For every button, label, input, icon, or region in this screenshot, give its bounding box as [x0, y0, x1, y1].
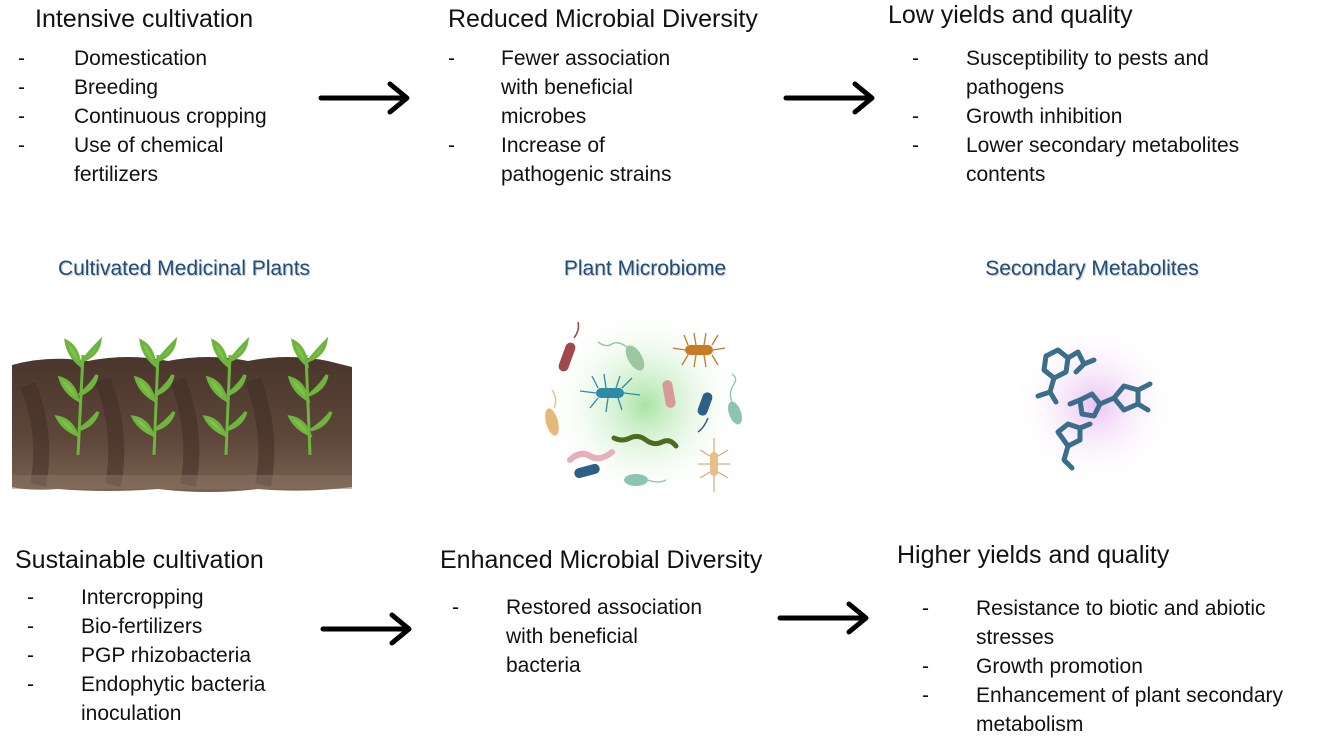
list-item: -Resistance to biotic and abiotic [922, 597, 1266, 620]
cultivated-medicinal-plants-label: Cultivated Medicinal Plants [57, 257, 311, 280]
list-item: -Increase of [448, 134, 605, 157]
list-item: -Fewer association [448, 47, 671, 70]
higher-yields-heading: Higher yields and quality [897, 541, 1170, 569]
enhanced-diversity-heading: Enhanced Microbial Diversity [440, 546, 763, 574]
list-item-continuation: pathogenic strains [501, 163, 672, 186]
list-item-continuation: microbes [501, 105, 587, 128]
arrow-right-icon [320, 612, 412, 646]
list-item-continuation: pathogens [966, 76, 1065, 99]
intensive-cultivation-heading: Intensive cultivation [35, 5, 254, 33]
sustainable-cultivation-heading: Sustainable cultivation [15, 546, 264, 574]
sustainable-cultivation-block: Sustainable cultivation -Intercropping -… [0, 545, 265, 728]
list-item-continuation: inoculation [81, 702, 182, 725]
list-item: -Continuous cropping [18, 105, 267, 128]
list-item: -Enhancement of plant secondary [922, 684, 1284, 707]
higher-yields-block: Higher yields and quality -Resistance to… [0, 540, 1283, 739]
list-item-continuation: contents [966, 163, 1046, 186]
list-item: -Lower secondary metabolites [912, 134, 1240, 157]
arrow-right-icon [318, 81, 410, 115]
plant-microbiome-label: Plant Microbiome [563, 257, 727, 280]
list-item: -Breeding [18, 76, 159, 99]
list-item: -Use of chemical [18, 134, 224, 157]
enhanced-diversity-block: Enhanced Microbial Diversity -Restored a… [0, 545, 762, 680]
list-item: -Growth promotion [922, 655, 1143, 678]
secondary-metabolites-label: Secondary Metabolites [985, 257, 1199, 280]
arrow-right-icon [783, 81, 875, 115]
list-item: -Endophytic bacteria [27, 673, 266, 696]
low-yields-block: Low yields and quality -Susceptibility t… [0, 0, 1239, 189]
list-item: -PGP rhizobacteria [27, 644, 252, 667]
list-item: -Intercropping [27, 586, 204, 609]
arrow-right-icon [777, 601, 869, 635]
low-yields-heading: Low yields and quality [888, 1, 1133, 29]
reduced-diversity-heading: Reduced Microbial Diversity [448, 5, 758, 33]
microbiome-illustration [545, 305, 745, 505]
list-item: -Domestication [18, 47, 208, 70]
list-item-continuation: fertilizers [74, 163, 159, 186]
list-item-continuation: with beneficial [506, 625, 638, 648]
list-item: -Restored association [452, 596, 703, 619]
list-item-continuation: with beneficial [501, 76, 633, 99]
molecule-illustration [1013, 323, 1177, 487]
intensive-cultivation-block: Intensive cultivation -Domestication -Br… [0, 4, 267, 189]
reduced-diversity-block: Reduced Microbial Diversity -Fewer assoc… [0, 4, 758, 189]
list-item: -Growth inhibition [912, 105, 1123, 128]
list-item: -Bio-fertilizers [27, 615, 203, 638]
list-item: -Susceptibility to pests and [912, 47, 1209, 70]
list-item-continuation: bacteria [506, 654, 581, 677]
list-item-continuation: metabolism [976, 713, 1084, 736]
list-item-continuation: stresses [976, 626, 1055, 649]
crop-field-illustration [12, 336, 352, 492]
